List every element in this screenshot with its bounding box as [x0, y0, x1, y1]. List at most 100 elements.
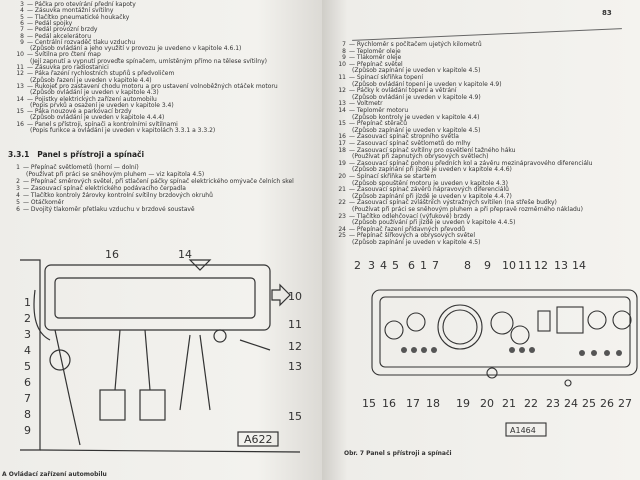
list-item: 11— Spínací skříňka topení	[322, 74, 424, 82]
item-text: Přepínač řazení přídavných převodů	[356, 225, 465, 233]
callout-label: 19	[456, 397, 470, 410]
list-item: 14— Pojistky elektrických zařízení autom…	[0, 96, 156, 103]
item-note: (Způsob spouštění motoru je uveden v kap…	[352, 179, 508, 187]
item-text: Páka nouzové a parkovací brzdy	[34, 108, 132, 116]
list-item: 10— Přepínač světel	[322, 60, 403, 69]
item-note: (Způsob zapínání je uveden v kapitole 4.…	[352, 239, 481, 246]
item-note: (Způsob zapínání při jízdě je uveden v k…	[352, 166, 512, 174]
item-note: (Způsob ovládání a jeho využití v provoz…	[30, 45, 242, 53]
list-item: 6— Pedál spojky	[0, 19, 73, 27]
list-item: 20— Spínací skříňka se startem	[322, 173, 436, 181]
list-item: 13— Rukojeť pro zastavení chodu motoru a…	[0, 82, 278, 90]
item-number: 10	[16, 51, 24, 59]
callout-label: 15	[288, 410, 302, 423]
section-title: Panel s přístroji a spínači	[37, 150, 145, 159]
item-note: (Popis funkce a ovládání je uveden v kap…	[30, 127, 216, 134]
item-note: (Způsob ovládání je uveden v kapitole 4.…	[30, 114, 165, 122]
list-item: 19— Zasouvací spínač pohonu předních kol…	[322, 159, 592, 168]
callout-label: 10	[288, 290, 302, 303]
item-text: Tlačítko kontroly žárovky kontrolní svít…	[30, 192, 213, 199]
callout-label: 6	[24, 376, 31, 389]
list-item: 11— Zásuvka pro radiostanici	[0, 64, 108, 71]
right-page: 83 7— Rychloměr s počítačem ujetých kilo…	[322, 0, 640, 480]
item-number: 19	[338, 159, 346, 167]
item-text: Pedál akcelerátoru	[34, 32, 92, 40]
item-number: 21	[338, 186, 346, 194]
item-note: (Používat při práci se sněhovým pluhem —…	[26, 171, 205, 178]
figure-code: A1464	[510, 426, 536, 435]
item-text: Zasouvací spínač zvláštních výstražných …	[356, 199, 557, 207]
item-note: (Způsob ovládání topení je uveden v kapi…	[352, 80, 502, 88]
item-text: Páčky k ovládání topení a větrání	[356, 87, 457, 95]
header-rule	[352, 28, 622, 41]
callout-label: 9	[484, 259, 491, 272]
item-number: 11	[338, 74, 346, 81]
item-note: (Popis prvků a osazení je uveden v kapit…	[30, 101, 174, 109]
item-text: Páčka pro otevírání přední kapoty	[34, 1, 136, 8]
list-item: 13— Voltmetr	[322, 100, 383, 108]
list-item: 17— Zasouvací spínač světlometů do mlhy	[322, 140, 471, 148]
callout-label: 11	[288, 318, 302, 331]
callout-label: 7	[432, 259, 439, 272]
item-number: 10	[338, 60, 346, 68]
item-number: 20	[338, 173, 346, 180]
callout-label: 27	[618, 397, 632, 410]
item-text: Pedál spojky	[34, 19, 73, 27]
item-number: 15	[16, 108, 24, 116]
callout-label: 12	[534, 259, 548, 272]
callout-label: 5	[392, 259, 399, 272]
list-item: 9— Centrální rozvaděč tlaku vzduchu	[0, 39, 135, 46]
item-text: Rychloměr s počítačem ujetých kilometrů	[356, 41, 482, 48]
item-number: 17	[338, 140, 346, 147]
item-note: (Její zapnutí a vypnutí proveďte spínače…	[30, 57, 267, 65]
item-text: Dvojitý tlakoměr přetlaku vzduchu v brzd…	[30, 206, 195, 213]
list-item: 15— Přepínač stěračů	[322, 120, 407, 128]
item-number: 16	[16, 120, 24, 128]
item-text: Zásuvka montážní svítilny	[34, 7, 114, 15]
item-text: Přepínač šířkových a obrysových světel	[356, 232, 475, 240]
item-note: (Způsob zapínání při jízdě je uveden v k…	[352, 192, 512, 200]
callout-label: 16	[105, 248, 119, 261]
left-figure-caption: A Ovládací zařízení automobilu	[2, 471, 107, 478]
callout-label: 10	[502, 259, 516, 272]
item-number: 8	[342, 47, 346, 55]
list-item: 22— Zasouvací spínač zvláštních výstražn…	[322, 200, 557, 207]
item-text: Zasouvací spínač svítilny pro osvětlení …	[356, 146, 516, 154]
list-item: 16— Zasouvací spínač stropního světla	[322, 134, 459, 141]
item-number: 25	[338, 232, 346, 240]
item-number: 12	[16, 70, 24, 78]
callout-label: 24	[564, 397, 578, 410]
item-note: (Způsob ovládání je uveden v kapitole 4.…	[30, 89, 159, 97]
callout-label: 4	[24, 344, 31, 357]
item-text: Zasouvací spínač závěrů nápravových dife…	[356, 186, 509, 194]
item-number: 12	[338, 87, 346, 95]
item-text: Zasouvací spínač světlometů do mlhy	[356, 140, 471, 147]
item-text: Přepínač světel	[356, 60, 403, 68]
callout-label: 21	[502, 397, 516, 410]
callout-label: 11	[518, 259, 532, 272]
item-number: 6	[20, 19, 24, 27]
callout-label: 2	[24, 312, 31, 325]
item-text: Spínací skříňka topení	[356, 74, 424, 81]
item-text: Přepínač světlometů (horní — dolní)	[30, 164, 139, 171]
item-note: (Způsob řazení je uveden v kapitole 4.4)	[30, 76, 152, 84]
item-text: Tlačítko odlehčovací (výfukové) brzdy	[356, 212, 471, 220]
item-text: Pedál provozní brzdy	[34, 26, 98, 34]
callout-label: 14	[572, 259, 586, 272]
list-item: 6— Dvojitý tlakoměr přetlaku vzduchu v b…	[0, 206, 195, 213]
item-number: 15	[338, 120, 346, 128]
item-number: 5	[16, 199, 20, 206]
item-text: Rukojeť pro zastavení chodu motoru a pro…	[34, 82, 278, 90]
list-item: 3— Zasouvací spínač elektrického podávac…	[0, 185, 186, 192]
callout-label: 14	[178, 248, 192, 261]
callout-label: 5	[24, 360, 31, 373]
item-note: (Způsob ovládání je uveden v kapitole 4.…	[352, 93, 481, 101]
callout-label: 13	[554, 259, 568, 272]
item-note: (Používat při práci se sněhovým pluhem a…	[352, 206, 583, 213]
item-text: Voltmetr	[356, 100, 383, 108]
list-item: 7— Rychloměr s počítačem ujetých kilomet…	[322, 41, 482, 49]
page-number: 83	[602, 9, 612, 17]
item-text: Teploměr motoru	[356, 107, 409, 114]
item-number: 5	[20, 13, 24, 21]
